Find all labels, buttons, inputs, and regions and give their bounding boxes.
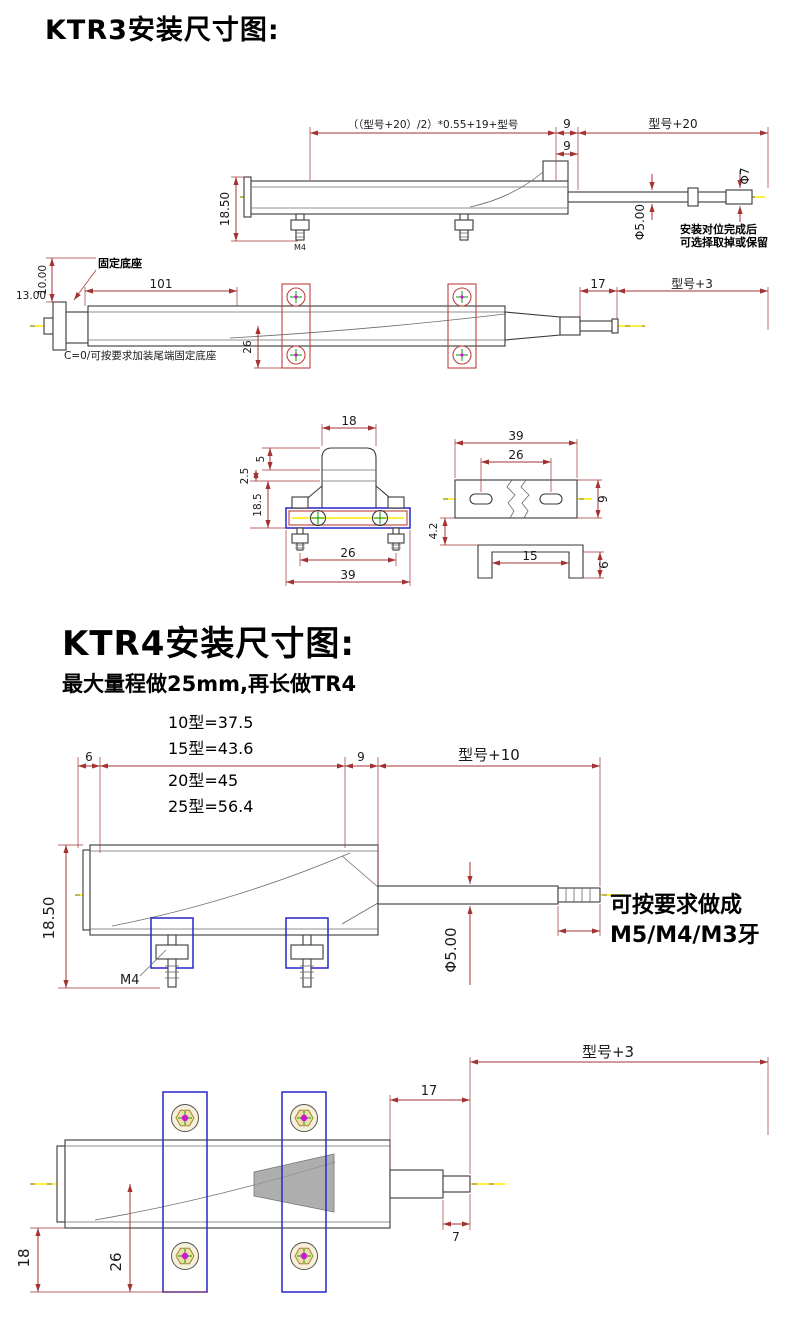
- ktr3-section-view: 18 5 2.5 18.5 26 39: [239, 414, 411, 586]
- ktr3-dim-17: 17: [590, 277, 605, 291]
- ktr3-section-bolt-left: [291, 527, 309, 551]
- ktr3-sec-dim-39: 39: [340, 568, 355, 582]
- ktr3-top-bolt-left: [290, 213, 310, 241]
- ktr3-sec-dim-5: 5: [255, 456, 267, 463]
- ktr3-dim-phi7: Φ7: [738, 167, 752, 184]
- ktr3-sec-dim-26: 26: [340, 546, 355, 560]
- ktr4-top-view: 型号+3 17 7 18 26: [15, 1043, 769, 1293]
- ktr3-title: KTR3安装尺寸图:: [45, 15, 280, 46]
- ktr3-base-label: 固定底座: [98, 256, 142, 270]
- ktr4-dim-17: 17: [421, 1084, 438, 1099]
- ktr4-hexbolt-topright: [290, 1104, 318, 1132]
- ktr3-br-dim-6: 6: [597, 561, 611, 569]
- ktr3-base-clamp-right: [447, 283, 477, 369]
- ktr3-sec-dim-185: 18.5: [252, 493, 264, 516]
- ktr3-top-side-view: M4 （（型号+20）/2）*0.55+19+型号 9 型号+20 9 Φ7 Φ…: [218, 117, 769, 252]
- ktr4-hexbolt-bottomleft: [171, 1242, 199, 1270]
- ktr3-dim-1000: 10.00: [37, 265, 49, 295]
- ktr4-dim-model3: 型号+3: [582, 1043, 634, 1061]
- ktr3-install-note-1: 安装对位完成后: [680, 222, 757, 236]
- ktr4-table-row-3: 25型=56.4: [168, 797, 253, 816]
- ktr4-wiper-block: [253, 1153, 335, 1213]
- ktr4-dim-18: 18: [15, 1248, 33, 1267]
- ktr4-subtitle: 最大量程做25mm,再长做TR4: [62, 672, 357, 696]
- ktr3-top-bolt-right: [454, 213, 474, 241]
- ktr3-dim-26v: 26: [242, 340, 254, 354]
- ktr4-dim-26: 26: [107, 1252, 125, 1271]
- ktr3-bracket-view: 39 26 9 4.2 15 6: [428, 429, 611, 579]
- ktr4-dim-6: 6: [85, 750, 93, 764]
- ktr3-c0-note: C=0/可按要求加装尾端固定底座: [64, 349, 216, 362]
- ktr4-table-row-0: 10型=37.5: [168, 713, 253, 732]
- ktr3-dim-101: 101: [150, 277, 173, 291]
- ktr4-thread-note-1: 可按要求做成: [610, 892, 742, 918]
- ktr4-dim-model10: 型号+10: [458, 746, 520, 764]
- ktr3-base-clamp-left: [281, 283, 311, 369]
- ktr4-m4-label: M4: [120, 973, 140, 988]
- ktr3-dim-model20: 型号+20: [648, 117, 697, 131]
- ktr3-section-bolt-right: [387, 527, 405, 551]
- ktr3-dim-model3: 型号+3: [671, 277, 713, 291]
- ktr4-dim-7: 7: [452, 1230, 460, 1244]
- ktr4-thread-note-2: M5/M4/M3牙: [610, 923, 760, 948]
- ktr4-dim-1850: 18.50: [40, 897, 58, 940]
- ktr4-title: KTR4安装尺寸图:: [62, 624, 355, 664]
- ktr3-dim-9a: 9: [563, 117, 571, 131]
- ktr4-side-view: 10型=37.5 15型=43.6 20型=45 25型=56.4 6 9 型号…: [40, 713, 760, 989]
- ktr4-dim-phi5: Φ5.00: [442, 927, 460, 972]
- ktr3-br-dim-15: 15: [522, 549, 537, 563]
- ktr3-br-dim-9: 9: [596, 495, 610, 503]
- ktr4-strip-right: [281, 1091, 327, 1293]
- ktr4-clamp-right: [285, 917, 329, 988]
- ktr3-top-m4-label: M4: [294, 243, 306, 252]
- ktr3-br-dim-42: 4.2: [428, 523, 440, 540]
- ktr4-clamp-left: [150, 917, 194, 988]
- ktr3-br-dim-26: 26: [508, 448, 523, 462]
- ktr3-dim-1300: 13.00: [16, 290, 46, 302]
- ktr4-table-row-2: 20型=45: [168, 771, 238, 790]
- ktr3-dim-1850: 18.50: [218, 192, 232, 226]
- ktr3-formula-dim: （（型号+20）/2）*0.55+19+型号: [348, 118, 519, 131]
- ktr3-sec-dim-18: 18: [341, 414, 356, 428]
- ktr4-hexbolt-bottomright: [290, 1242, 318, 1270]
- ktr4-hexbolt-topleft: [171, 1104, 199, 1132]
- ktr3-base-side-view: 10.00 固定底座 13.00 101 17 型号+3 C=0/可按要求加装尾…: [16, 256, 769, 369]
- ktr3-dim-9b: 9: [563, 139, 571, 153]
- ktr3-sec-dim-25: 2.5: [239, 468, 251, 485]
- ktr3-install-note-2: 可选择取掉或保留: [680, 235, 768, 249]
- ktr3-dim-phi5: Φ5.00: [633, 204, 647, 240]
- ktr3-br-dim-39: 39: [508, 429, 523, 443]
- ktr4-table-row-1: 15型=43.6: [168, 739, 253, 758]
- ktr4-dim-9: 9: [357, 750, 365, 764]
